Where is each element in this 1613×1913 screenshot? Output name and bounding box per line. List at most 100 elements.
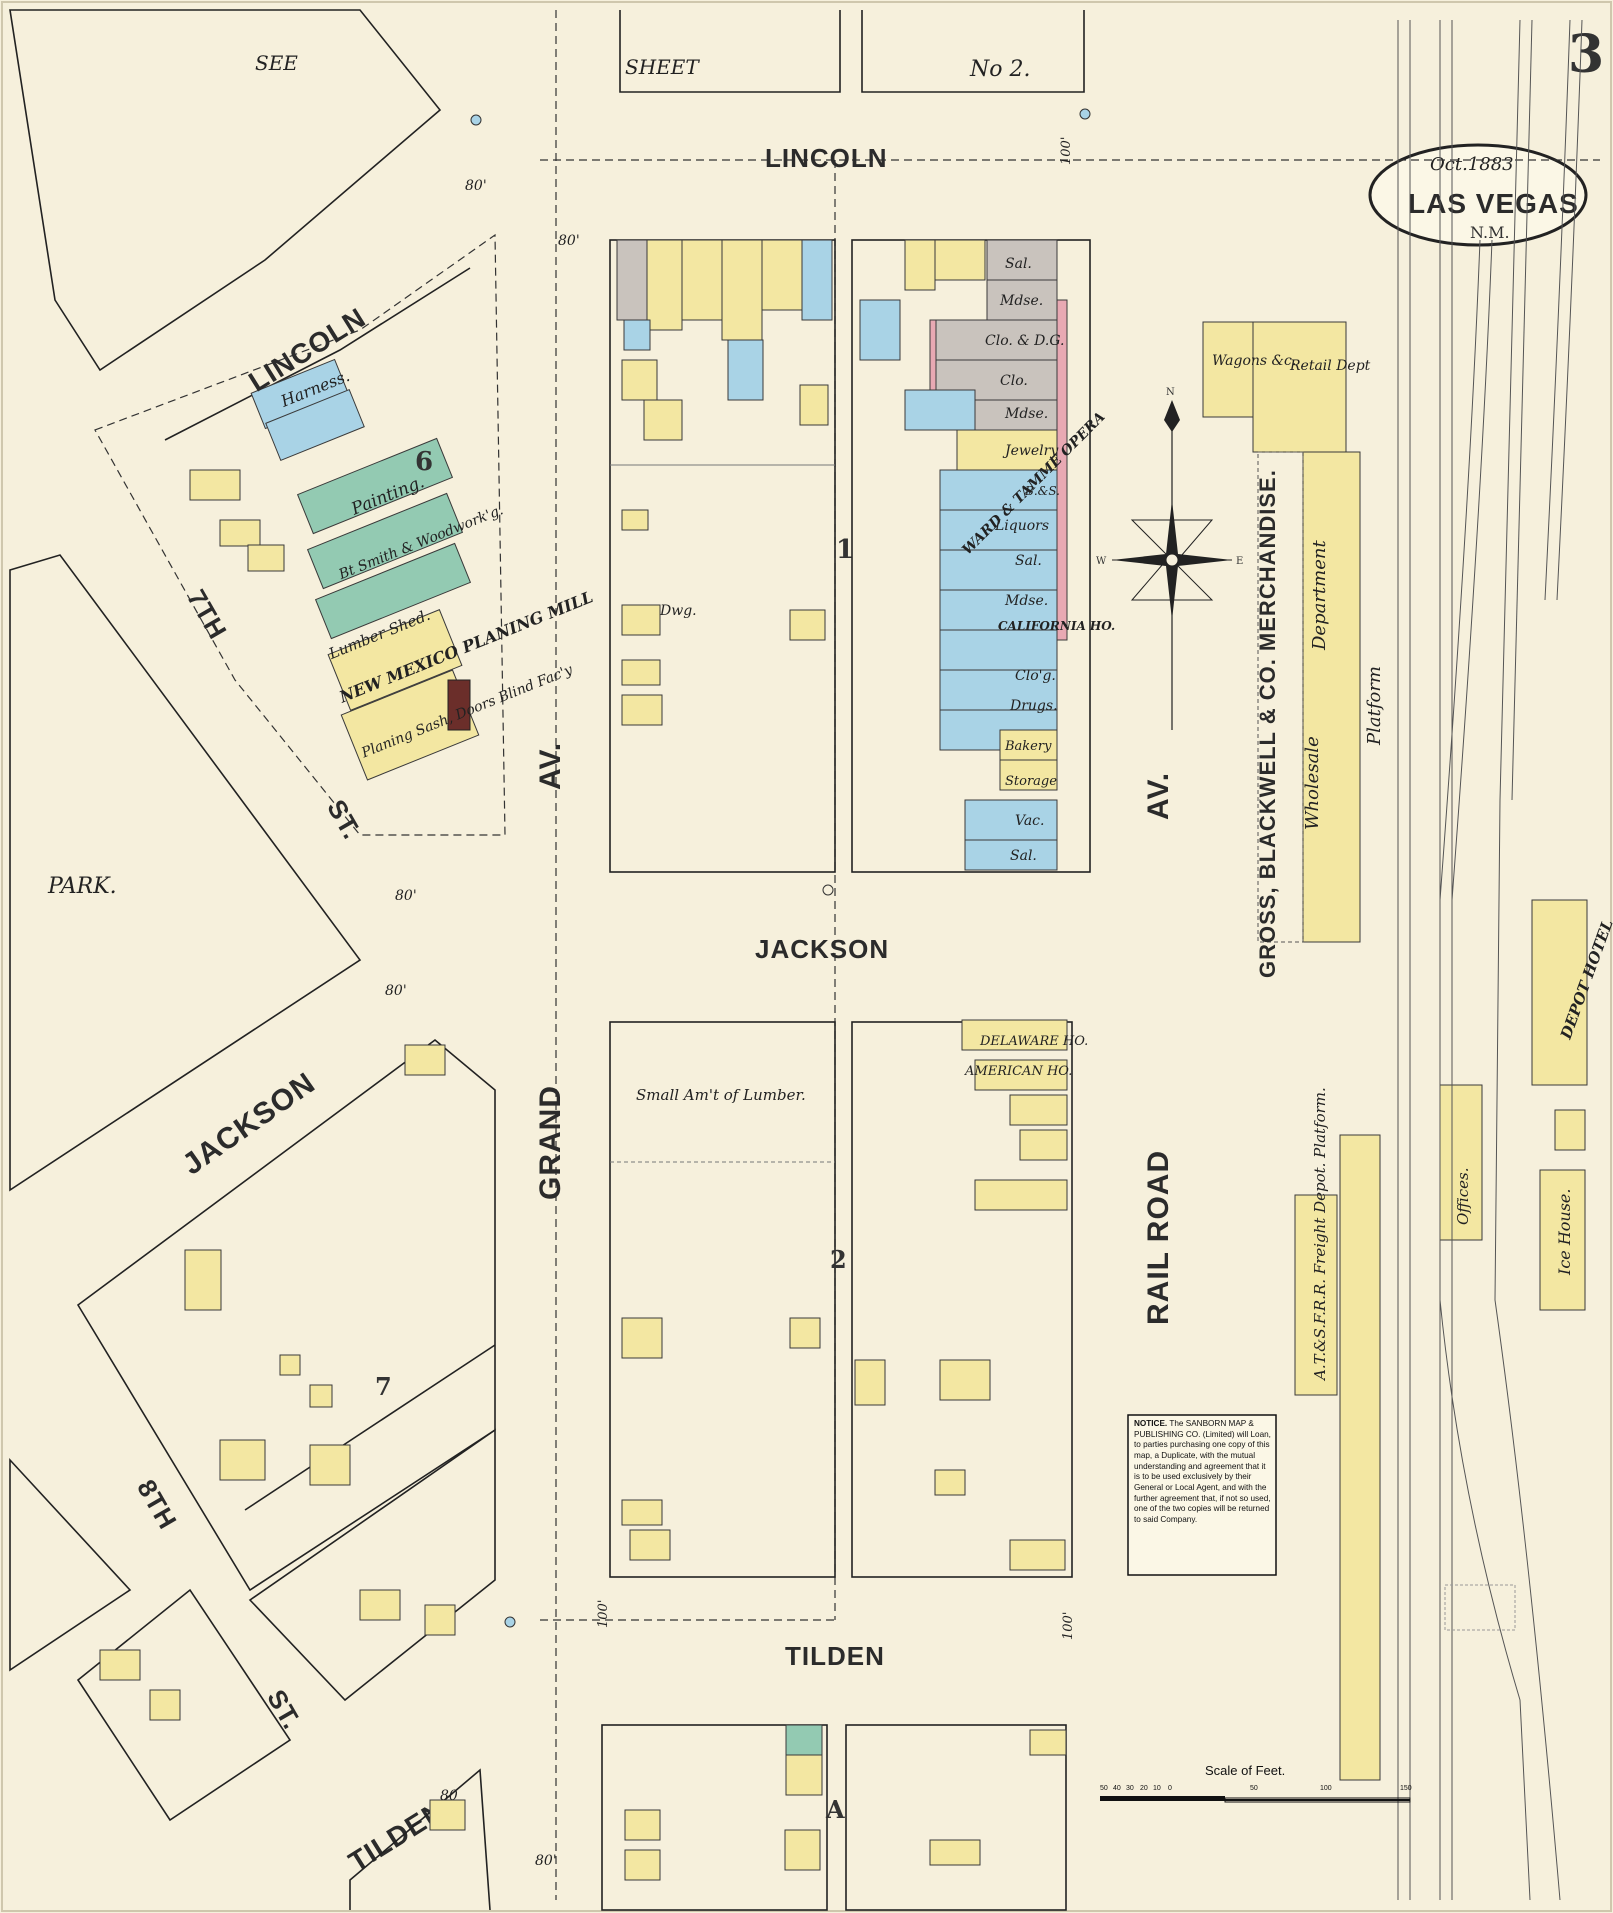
park-block <box>9 554 362 1192</box>
see-label: SEE <box>255 51 298 75</box>
svg-text:100: 100 <box>1320 1785 1332 1792</box>
svg-text:Clo.: Clo. <box>1000 373 1028 389</box>
svg-text:Mdse.: Mdse. <box>999 293 1043 309</box>
block-letter-a: A <box>825 1795 845 1824</box>
svg-text:Mdse.: Mdse. <box>1004 593 1048 609</box>
hydrant-icon <box>504 1616 516 1628</box>
notice-body: The SANBORN MAP & PUBLISHING CO. (Limite… <box>1134 1419 1271 1524</box>
svg-text:Jewelry: Jewelry <box>1002 443 1059 459</box>
svg-text:Sal.: Sal. <box>1015 553 1042 569</box>
shop-labels: Sal. Mdse. Clo. & D.G. Clo. Mdse. Jewelr… <box>985 256 1065 864</box>
sheet-number: 3 <box>1568 24 1604 85</box>
svg-text:150: 150 <box>1400 1785 1412 1792</box>
park-label: PARK. <box>47 874 117 899</box>
block-lower-left-b <box>76 1588 292 1822</box>
california-ho-label: CALIFORNIA HO. <box>998 619 1115 633</box>
block-top-left <box>619 10 841 93</box>
retail-dept-label: Retail Dept <box>1289 358 1371 374</box>
svg-text:Clo. & D.G.: Clo. & D.G. <box>985 333 1065 349</box>
svg-text:Vac.: Vac. <box>1015 813 1044 829</box>
small-amt-lumber-label: Small Am't of Lumber. <box>636 1086 806 1104</box>
svg-text:80': 80' <box>385 983 407 999</box>
svg-text:80': 80' <box>535 1853 557 1869</box>
svg-text:20: 20 <box>1140 1785 1148 1792</box>
offices-building <box>1439 1084 1483 1241</box>
block-lower-left-a <box>9 1457 132 1672</box>
svg-text:Drugs.: Drugs. <box>1009 698 1058 714</box>
dwelling <box>429 1799 466 1831</box>
svg-text:100': 100' <box>1059 137 1074 165</box>
street-jackson-center: JACKSON <box>755 934 889 964</box>
svg-text:50: 50 <box>1250 1785 1258 1792</box>
svg-text:10: 10 <box>1153 1785 1161 1792</box>
wagons-label: Wagons &c. <box>1212 353 1296 369</box>
block-number-1: 2 <box>830 1245 847 1274</box>
block-lower-left-c <box>248 1428 496 1702</box>
gross-blackwell-label: GROSS, BLACKWELL & CO. MERCHANDISE. <box>1255 469 1280 978</box>
hydrant-icon <box>1079 108 1091 120</box>
svg-text:N: N <box>1166 387 1175 398</box>
freight-depot-label: A.T.&S.F.R.R. Freight Depot. Platform. <box>1311 1087 1329 1382</box>
svg-text:Mdse.: Mdse. <box>1004 406 1048 422</box>
street-tilden-center: TILDEN <box>785 1641 885 1671</box>
block-number-2: 7 <box>375 1372 392 1401</box>
dwelling <box>359 1589 401 1621</box>
ice-house-label: Ice House. <box>1555 1189 1574 1277</box>
svg-text:100': 100' <box>1061 1612 1076 1640</box>
street-jackson-left: JACKSON <box>177 1066 322 1181</box>
stamp-state: N.M. <box>1470 223 1510 242</box>
svg-text:80': 80' <box>395 888 417 904</box>
dwelling <box>149 1689 181 1721</box>
american-ho-label: AMERICAN HO. <box>964 1064 1072 1079</box>
freight-depot: A.T.&S.F.R.R. Freight Depot. Platform. <box>1294 1087 1381 1781</box>
street-rail-road-av: AV. <box>1142 772 1175 820</box>
svg-text:E: E <box>1236 556 1243 567</box>
dwelling <box>424 1604 456 1636</box>
dwelling <box>99 1649 141 1681</box>
street-rail-road: RAIL ROAD <box>1142 1150 1175 1325</box>
svg-text:30: 30 <box>1126 1785 1134 1792</box>
block-bottom-left <box>349 1768 491 1911</box>
stamp-date: Oct.1883 <box>1430 154 1514 175</box>
notice-heading: NOTICE. <box>1134 1419 1168 1428</box>
street-8th: 8TH <box>131 1474 183 1534</box>
offices-label: Offices. <box>1454 1168 1472 1225</box>
library-stamp <box>1444 1584 1516 1631</box>
svg-text:80': 80' <box>558 233 580 249</box>
depot-hotel-building <box>1531 899 1588 1086</box>
wholesale-label: Wholesale <box>1302 736 1323 830</box>
railroad-tracks <box>1397 19 1583 1901</box>
gross-blackwell-warehouse: Wagons &c. Retail Dept GROSS, BLACKWELL … <box>1202 321 1385 978</box>
street-7th: 7TH <box>181 584 233 644</box>
scale-label: Scale of Feet. <box>1205 1763 1285 1778</box>
svg-text:50: 50 <box>1100 1785 1108 1792</box>
hydrant-icon <box>470 114 482 126</box>
svg-text:Sal.: Sal. <box>1005 256 1032 272</box>
svg-text:W: W <box>1096 556 1107 567</box>
svg-text:0: 0 <box>1168 1785 1172 1792</box>
svg-text:40: 40 <box>1113 1785 1121 1792</box>
street-grand-av: GRAND <box>534 1085 567 1200</box>
notice-box: NOTICE. The SANBORN MAP & PUBLISHING CO.… <box>1127 1414 1277 1576</box>
compass-rose-icon: N E W <box>1096 387 1243 730</box>
block-2: 7 <box>76 1038 496 1592</box>
svg-text:Liquors: Liquors <box>994 518 1049 534</box>
street-lincoln-top: LINCOLN <box>765 143 888 173</box>
hydrant-icon <box>822 884 834 896</box>
block-top-right <box>861 10 1085 93</box>
block-1: Small Am't of Lumber. 2 DELAWARE HO. AME… <box>609 1019 1088 1578</box>
stamp-city: LAS VEGAS <box>1408 188 1579 219</box>
block-a: A <box>601 1724 1067 1911</box>
svg-text:Storage: Storage <box>1005 774 1057 789</box>
svg-text:Clo'g.: Clo'g. <box>1015 668 1056 684</box>
scale-bar: Scale of Feet. 50 40 30 20 10 0 50 100 1… <box>1100 1763 1412 1803</box>
sheet-label: SHEET <box>625 55 700 79</box>
block-7: Dwg. 1 Sal. Mdse. Clo. & D.G. Clo. Mdse <box>609 239 1115 873</box>
street-grand-av-suffix: AV. <box>534 742 567 790</box>
street-7th-suffix: ST. <box>321 794 367 844</box>
platform-label: Platform <box>1364 666 1385 746</box>
svg-text:80: 80 <box>440 1788 458 1804</box>
block-upper-left <box>9 9 442 372</box>
